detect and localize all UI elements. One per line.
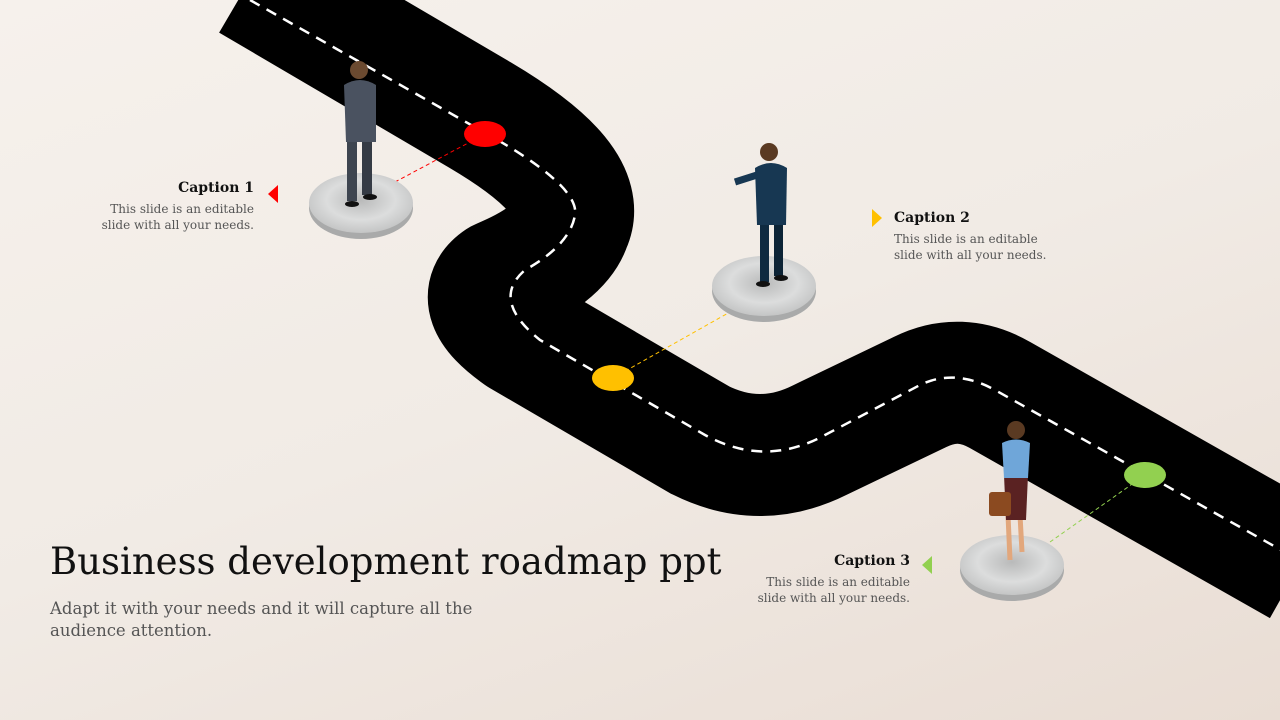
milestone-1-marker [464,121,506,147]
connector-3 [1049,474,1146,543]
caption-1-text: This slide is an editable slide with all… [101,202,254,232]
briefcase-icon [989,492,1011,516]
businessman-1-icon [344,61,377,207]
road [219,0,1280,619]
slide-title: Business development roadmap ppt [50,540,722,583]
caption-3-pointer-icon [922,556,932,574]
businessman-2-icon [733,143,788,287]
milestone-2-marker [592,365,634,391]
caption-3-title: Caption 3 [834,553,910,569]
milestone-3-marker [1124,462,1166,488]
caption-2-title: Caption 2 [894,210,970,226]
caption-2-pointer-icon [872,209,882,227]
platform-1 [309,173,413,239]
caption-2: Caption 2 This slide is an editable slid… [894,210,1154,263]
road-center-dashes [249,0,1280,551]
slide-subtitle: Adapt it with your needs and it will cap… [50,599,473,640]
businesswoman-icon [989,421,1030,561]
caption-3: Caption 3 This slide is an editable slid… [650,553,910,606]
caption-3-text: This slide is an editable slide with all… [757,575,910,605]
caption-1-title: Caption 1 [178,180,254,196]
caption-2-text: This slide is an editable slide with all… [894,232,1047,262]
caption-1: Caption 1 This slide is an editable slid… [0,180,254,233]
caption-1-pointer-icon [268,185,278,203]
platform-3 [960,535,1064,601]
connector-2 [612,311,731,379]
